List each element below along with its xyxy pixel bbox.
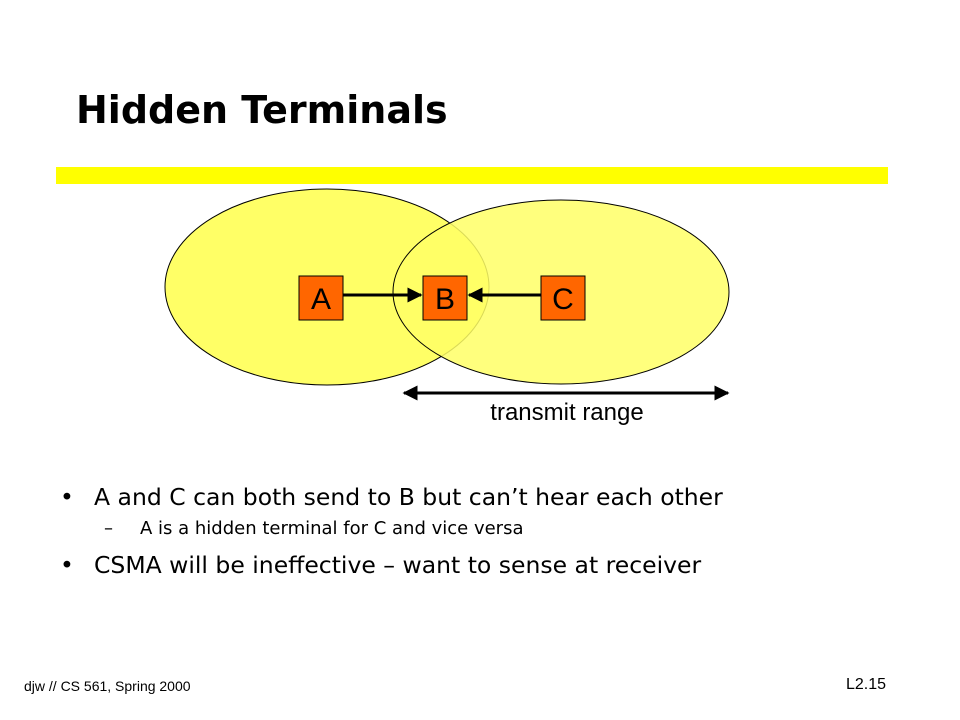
title-underline-bar <box>56 167 888 184</box>
node-a-box <box>298 275 344 321</box>
slide-title: Hidden Terminals <box>76 88 448 132</box>
sub-bullet-item: A is a hidden terminal for C and vice ve… <box>60 514 920 544</box>
node-a-label: A <box>311 283 331 316</box>
node-b-box <box>422 275 468 321</box>
node-c-box <box>540 275 586 321</box>
node-c-label: C <box>552 283 574 316</box>
bullet-item: A and C can both send to B but can’t hea… <box>60 480 920 514</box>
footer-slide-number: L2.15 <box>846 676 887 693</box>
footer-course-info: djw // CS 561, Spring 2000 <box>24 678 191 694</box>
bullet-item: CSMA will be ineffective – want to sense… <box>60 548 920 582</box>
transmit-range-label: transmit range <box>490 399 643 426</box>
node-b-label: B <box>435 283 455 316</box>
bullet-list: A and C can both send to B but can’t hea… <box>60 480 920 582</box>
